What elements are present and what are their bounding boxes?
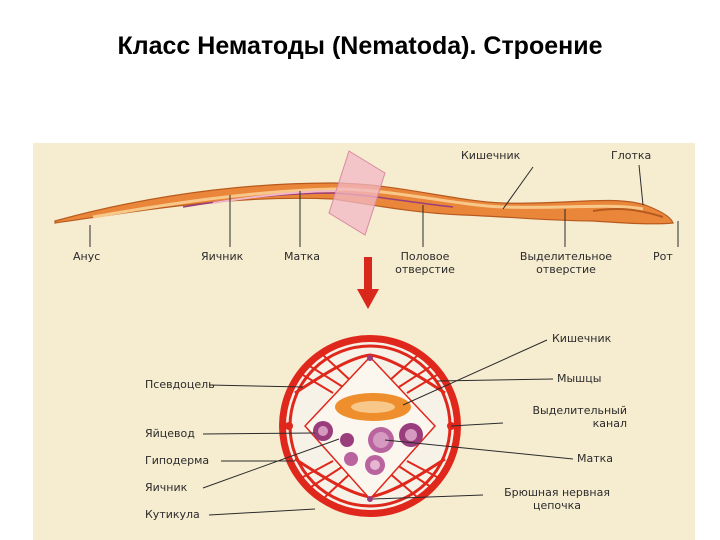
label-hypodermis: Гиподерма (145, 454, 210, 467)
label-excretory-canal: Выделительный канал (532, 404, 628, 430)
label-ovary-top: Яичник (201, 250, 244, 263)
nematoda-diagram (54, 150, 679, 517)
label-nerve-cord: Брюшная нервная цепочка (504, 486, 610, 512)
section-plane (328, 150, 386, 236)
label-anus: Анус (73, 250, 101, 263)
label-intestine-section: Кишечник (552, 332, 612, 345)
label-uterus-section: Матка (577, 452, 614, 465)
label-oviduct: Яйцевод (145, 427, 195, 440)
label-cuticle: Кутикула (145, 508, 200, 521)
label-mouth: Рот (653, 250, 673, 263)
cross-section (279, 335, 461, 517)
label-genital-pore: Половое отверстие (395, 250, 455, 276)
label-excretory-pore: Выделительное отверстие (519, 250, 613, 276)
label-pharynx: Глотка (611, 149, 652, 162)
slide-title: Класс Нематоды (Nematoda). Строение (117, 32, 603, 60)
section-leader-lines (202, 339, 574, 516)
label-muscles: Мышцы (557, 372, 602, 385)
down-arrow-icon (357, 257, 379, 309)
label-pseudocoel: Псевдоцель (145, 378, 215, 391)
worm-leader-lines (89, 164, 679, 247)
label-ovary-section: Яичник (145, 481, 188, 494)
label-uterus-top: Матка (284, 250, 321, 263)
nematoda-figure: Кишечник Глотка Анус Яичник Матка Полово… (33, 143, 695, 540)
label-intestine-top: Кишечник (461, 149, 521, 162)
